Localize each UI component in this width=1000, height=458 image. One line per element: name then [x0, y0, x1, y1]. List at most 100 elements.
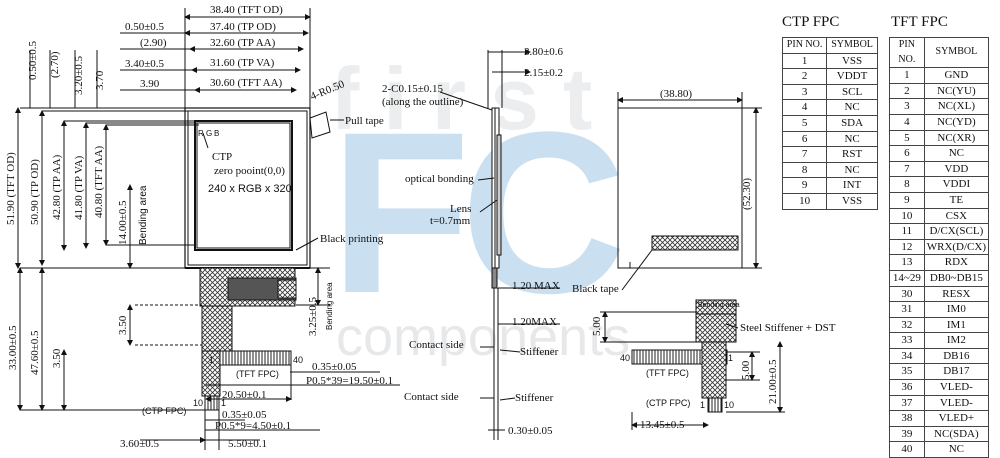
tft-pin-number: 3 — [889, 98, 925, 115]
tft-pin-number: 37 — [889, 394, 925, 412]
dim-tp-aa-width: 32.60 (TP AA) — [210, 37, 276, 49]
ctp-header-symbol: SYMBOL — [826, 37, 878, 54]
dim-tft-pin-width: 0.35±0.05 — [312, 361, 357, 373]
dim-left-offset-4: 3.90 — [140, 78, 160, 90]
stiffener-1: Stiffener — [520, 346, 559, 358]
back-ctp-pin-10: 10 — [724, 400, 734, 410]
ctp-pin-symbol: SCL — [826, 83, 878, 101]
dim-side-max-2: 1.20MAX — [512, 316, 557, 328]
tft-pin-symbol: NC(XR) — [923, 129, 990, 147]
chamfer-note: (along the outline) — [382, 96, 464, 108]
dim-left-offset-2: (2.90) — [140, 37, 167, 49]
dim-top-small-4: 3.70 — [94, 70, 106, 90]
ctp-pin-1: 1 — [221, 398, 226, 408]
dim-back-stiffener: 5.00 — [591, 316, 603, 336]
tft-pin-symbol: NC — [923, 145, 990, 162]
back-bending-area: Bending area — [698, 302, 740, 309]
chamfer-label: 2-C0.15±0.15 — [382, 83, 444, 95]
lens-thickness: t=0.7mm — [430, 215, 471, 227]
tft-pin-number: 5 — [889, 129, 925, 147]
ctp-pin-number: 2 — [781, 68, 828, 85]
tft-pin-number: 1 — [889, 67, 925, 84]
dim-tft-od-width: 38.40 (TFT OD) — [210, 4, 283, 16]
tft-pin-number: 38 — [889, 410, 925, 427]
tft-pin-number: 40 — [889, 441, 925, 458]
ctp-pin-symbol: VSS — [826, 52, 878, 70]
ctp-pin-symbol: NC — [826, 99, 878, 116]
tft-fpc-title: TFT FPC — [891, 14, 948, 30]
dim-ctp-offset: 3.60±0.5 — [120, 438, 160, 450]
dim-tft-aa-height: 40.80 (TFT AA) — [93, 145, 105, 218]
tft-pin-number: 12 — [889, 238, 925, 256]
dim-tp-va-height: 41.80 (TP VA) — [73, 155, 85, 220]
ctp-pin-symbol: NC — [826, 161, 878, 179]
dim-back-ctp-stiffener: 5.00 — [740, 360, 752, 380]
tft-pin-number: 32 — [889, 316, 925, 334]
ctp-pin-number: 3 — [781, 83, 828, 101]
tft-pin-number: 35 — [889, 363, 925, 381]
tft-pin-number: 10 — [889, 207, 925, 225]
dim-left-offset-1: 0.50±0.5 — [125, 21, 165, 33]
dim-fpc-length: 33.00±0.5 — [7, 325, 19, 370]
ctp-pin-number: 8 — [781, 161, 828, 179]
tft-pin-symbol: DB17 — [923, 363, 990, 381]
dim-fpc-bend: 3.50 — [117, 315, 129, 335]
dim-bending-length: 14.00±0.5 — [117, 200, 129, 245]
dim-top-small-1: 0.50±0.5 — [27, 40, 39, 80]
lens-label: Lens — [450, 203, 471, 215]
tft-pin-number: 36 — [889, 379, 925, 396]
tft-pin-number: 31 — [889, 301, 925, 318]
ctp-pin-symbol: NC — [826, 130, 878, 148]
dim-tft-fpc-width: 20.50±0.1 — [222, 389, 267, 401]
stiffener-2: Stiffener — [515, 392, 554, 404]
tft-pin-number: 13 — [889, 254, 925, 271]
dim-tft-pitch: P0.5*39=19.50±0.1 — [306, 375, 393, 387]
dim-tft-aa-width: 30.60 (TFT AA) — [210, 77, 283, 89]
ctp-pin-number: 9 — [781, 177, 828, 194]
back-ctp-pin-1: 1 — [700, 400, 705, 410]
pull-tape-label: Pull tape — [345, 115, 384, 127]
ctp-header-pin: PIN NO. — [781, 37, 828, 54]
tft-pin-symbol: VLED- — [923, 379, 990, 396]
dim-top-small-3: 3.20±0.5 — [73, 55, 85, 95]
tft-pin-symbol: CSX — [923, 207, 990, 225]
ctp-pin-number: 7 — [781, 146, 828, 163]
tft-pin-symbol: D/CX(SCL) — [923, 223, 990, 240]
tft-pin-number: 6 — [889, 145, 925, 162]
tft-pin-number: 2 — [889, 82, 925, 100]
corner-radius-label: 4-R0.50 — [309, 78, 347, 103]
dim-side-stiffener: 0.30±0.05 — [508, 425, 553, 437]
tft-pin-number: 4 — [889, 113, 925, 131]
optical-bonding-label: optical bonding — [405, 173, 474, 185]
black-tape-label: Black tape — [572, 283, 619, 295]
ctp-fpc-title: CTP FPC — [782, 14, 840, 30]
ctp-pin-symbol: VDDT — [826, 68, 878, 85]
tft-pin-symbol: VDD — [923, 160, 990, 178]
rgb-b: B — [214, 129, 219, 138]
